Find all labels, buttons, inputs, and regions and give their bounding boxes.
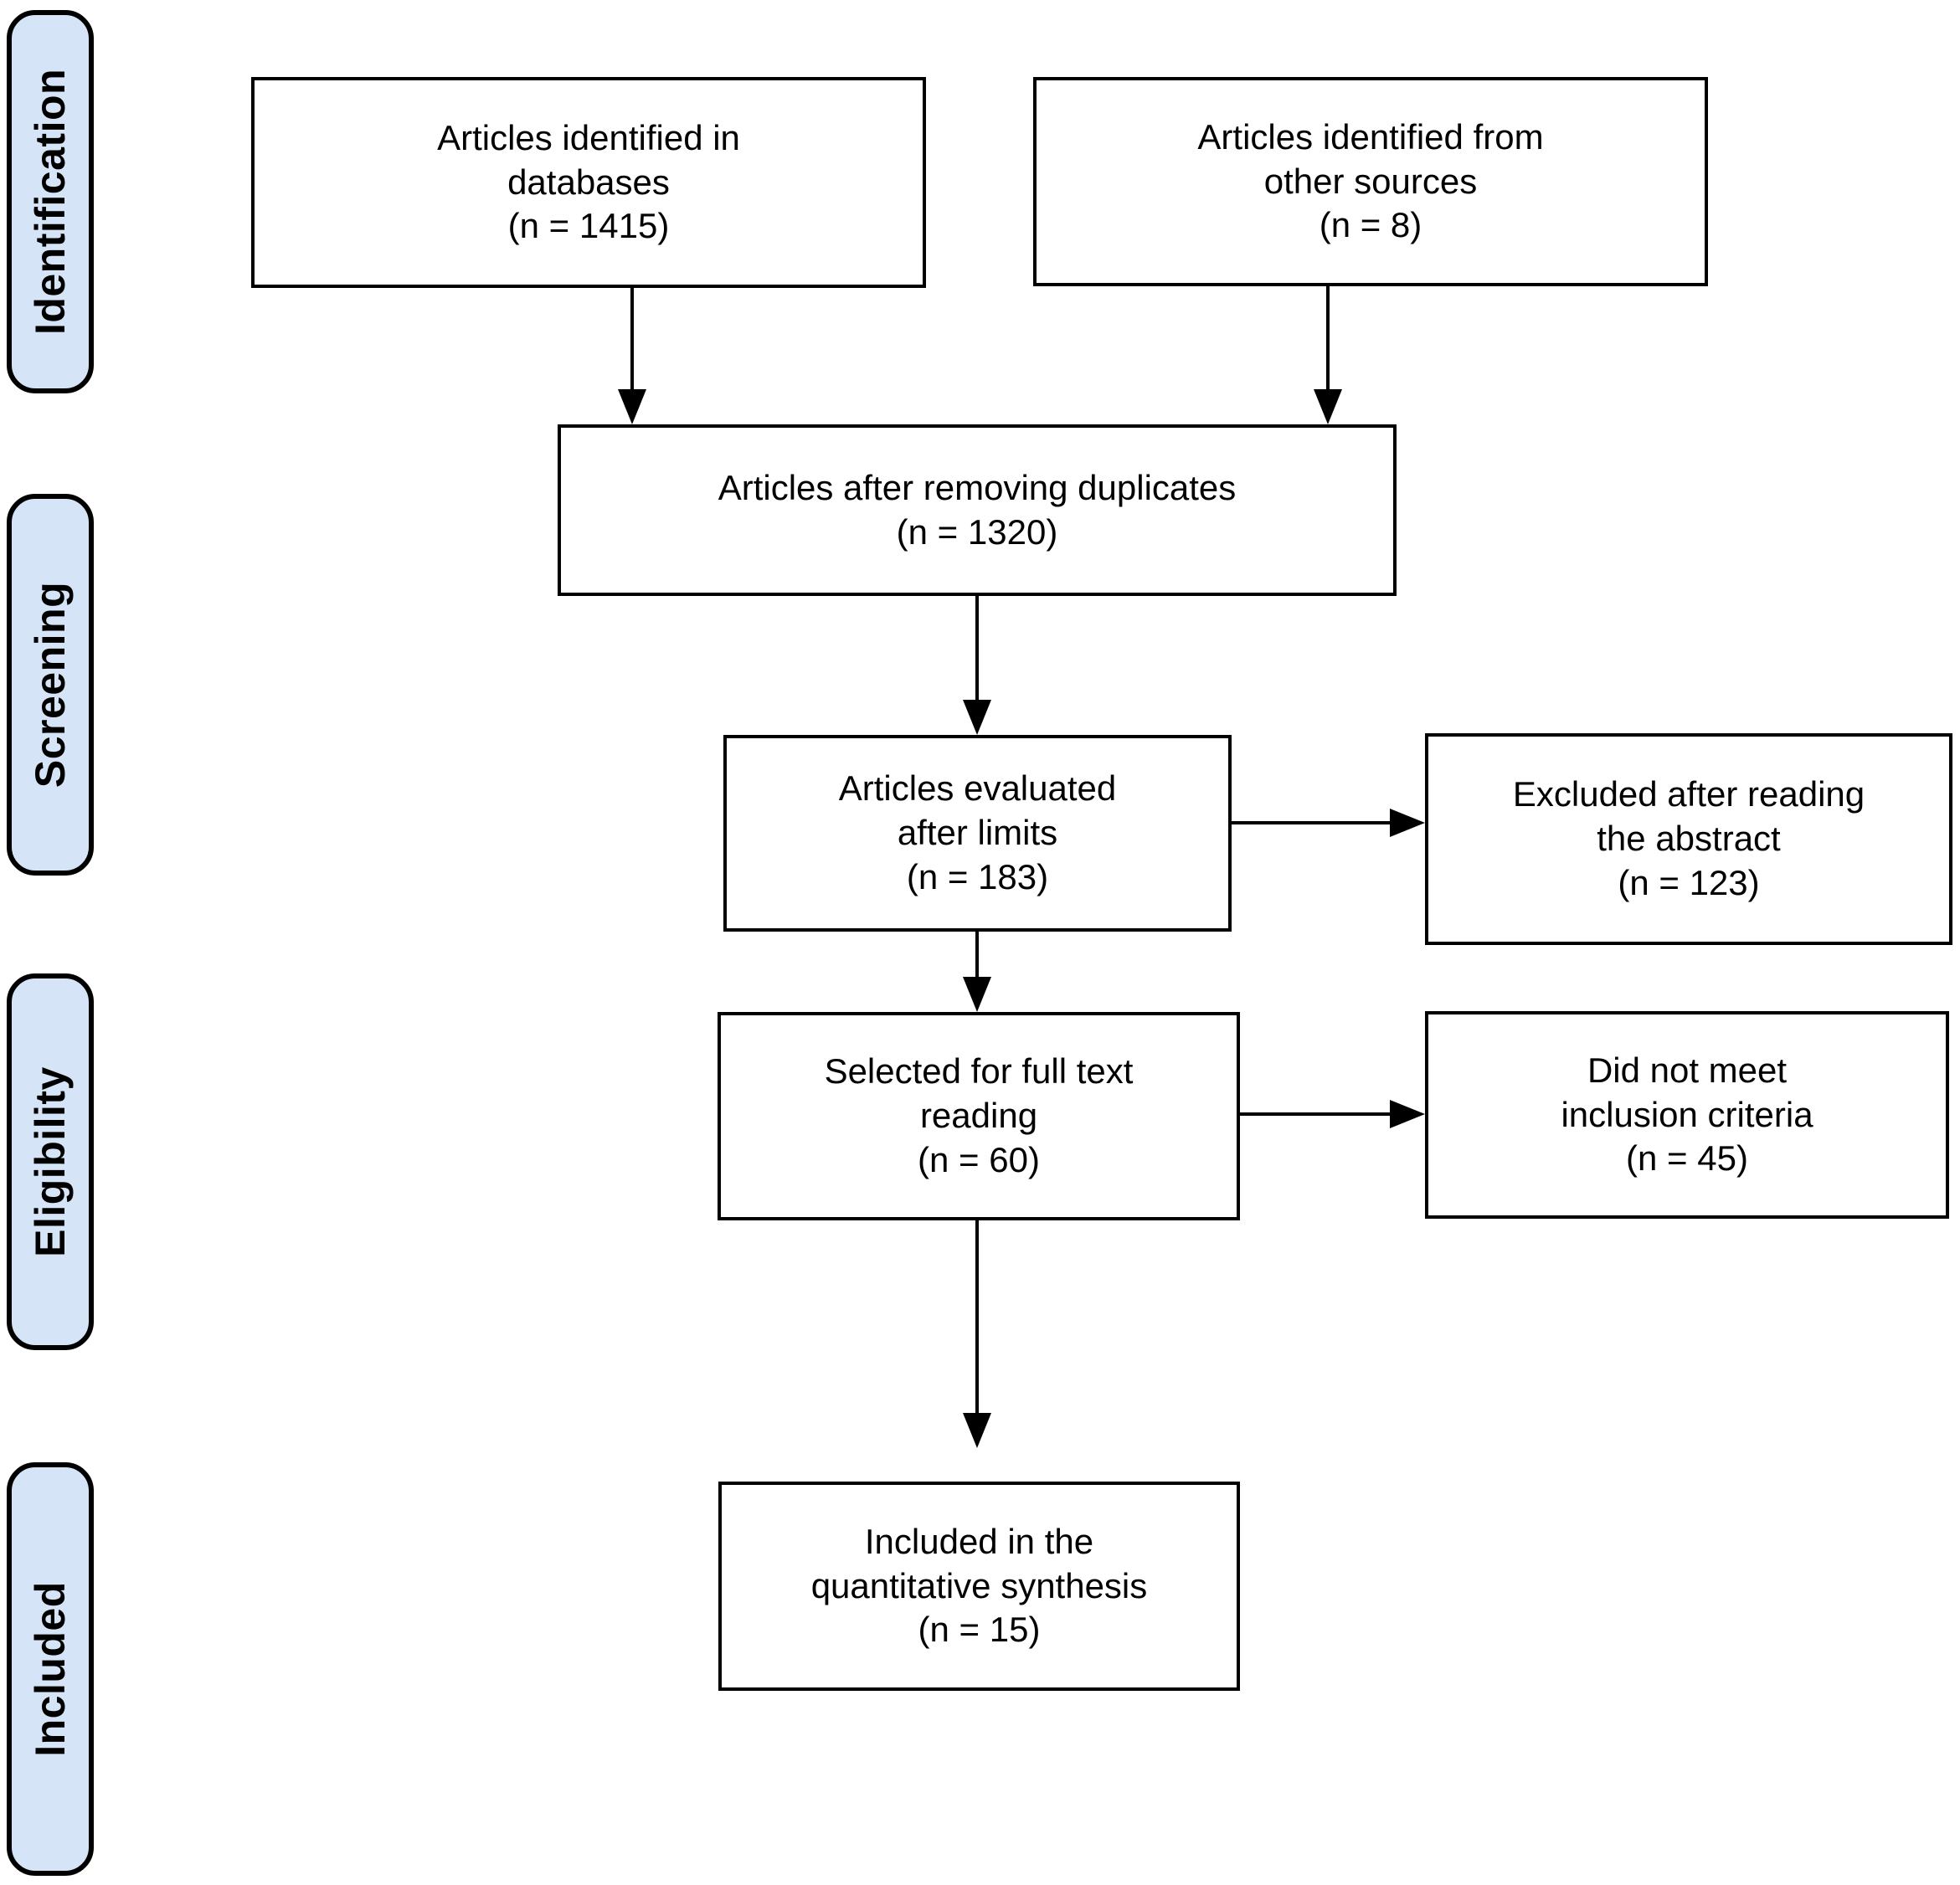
stage-eligibility-label: Eligibility: [27, 1066, 74, 1257]
arrow-other-sources-to-duplicates-line: [1326, 286, 1330, 390]
box-full-text-text: Selected for full text reading (n = 60): [825, 1050, 1134, 1183]
box-line: (n = 123): [1618, 862, 1760, 902]
box-line: after limits: [897, 813, 1058, 853]
arrow-fulltext-to-included-head: [963, 1413, 991, 1448]
box-line: Articles after removing duplicates: [718, 467, 1237, 507]
box-line: (n = 183): [906, 856, 1049, 896]
arrow-evaluated-to-excluded-head: [1390, 809, 1425, 837]
box-line: databases: [507, 162, 670, 202]
arrow-databases-to-duplicates-head: [618, 389, 646, 424]
arrow-fulltext-to-notmet-head: [1390, 1100, 1425, 1128]
box-line: quantitative synthesis: [810, 1565, 1148, 1605]
box-not-inclusion-criteria-text: Did not meet inclusion criteria (n = 45): [1561, 1049, 1813, 1182]
box-evaluated-after-limits-text: Articles evaluated after limits (n = 183…: [839, 767, 1117, 900]
box-after-duplicates-text: Articles after removing duplicates (n = …: [718, 466, 1237, 555]
box-evaluated-after-limits: Articles evaluated after limits (n = 183…: [723, 735, 1232, 932]
arrow-fulltext-to-notmet-line: [1240, 1112, 1392, 1116]
box-not-inclusion-criteria: Did not meet inclusion criteria (n = 45): [1425, 1011, 1949, 1219]
box-line: (n = 1320): [896, 511, 1058, 552]
box-excluded-abstract: Excluded after reading the abstract (n =…: [1425, 733, 1952, 945]
box-line: (n = 15): [918, 1610, 1041, 1650]
box-line: (n = 60): [918, 1139, 1040, 1179]
arrow-other-sources-to-duplicates-head: [1314, 389, 1342, 424]
box-line: Did not meet: [1587, 1050, 1788, 1090]
box-excluded-abstract-text: Excluded after reading the abstract (n =…: [1513, 773, 1865, 906]
arrow-fulltext-to-included-line: [975, 1220, 979, 1415]
box-line: Articles evaluated: [838, 768, 1117, 809]
box-line: (n = 1415): [507, 206, 670, 246]
box-line: (n = 8): [1319, 205, 1422, 245]
box-line: Articles identified in: [437, 117, 740, 157]
box-identified-databases: Articles identified in databases (n = 14…: [251, 77, 926, 288]
box-line: Included in the: [864, 1521, 1094, 1561]
box-other-sources-text: Articles identified from other sources (…: [1197, 116, 1543, 249]
box-line: other sources: [1263, 161, 1478, 201]
stage-eligibility: Eligibility: [7, 973, 94, 1350]
box-quantitative-synthesis: Included in the quantitative synthesis (…: [718, 1482, 1240, 1691]
box-line: the abstract: [1597, 819, 1781, 859]
arrow-duplicates-to-evaluated-head: [963, 700, 991, 735]
arrow-evaluated-to-excluded-line: [1232, 821, 1392, 824]
arrow-evaluated-to-fulltext-line: [975, 932, 979, 978]
stage-screening-label: Screening: [27, 581, 74, 788]
box-line: inclusion criteria: [1561, 1094, 1813, 1134]
stage-identification-label: Identification: [27, 68, 75, 336]
box-quantitative-synthesis-text: Included in the quantitative synthesis (…: [811, 1520, 1148, 1653]
box-line: (n = 45): [1626, 1138, 1748, 1179]
arrow-duplicates-to-evaluated-line: [975, 596, 979, 701]
box-identified-databases-text: Articles identified in databases (n = 14…: [437, 116, 740, 249]
arrow-evaluated-to-fulltext-head: [963, 977, 991, 1012]
box-line: Selected for full text: [824, 1051, 1134, 1091]
box-full-text: Selected for full text reading (n = 60): [718, 1012, 1240, 1220]
box-other-sources: Articles identified from other sources (…: [1033, 77, 1708, 286]
box-line: Articles identified from: [1197, 116, 1544, 157]
stage-identification: Identification: [7, 10, 94, 393]
arrow-databases-to-duplicates-line: [630, 288, 634, 390]
stage-included-label: Included: [27, 1581, 75, 1757]
box-line: reading: [919, 1096, 1038, 1136]
stage-screening: Screening: [7, 494, 94, 876]
box-line: Excluded after reading: [1512, 774, 1865, 814]
box-after-duplicates: Articles after removing duplicates (n = …: [558, 424, 1397, 596]
stage-included: Included: [7, 1462, 94, 1876]
